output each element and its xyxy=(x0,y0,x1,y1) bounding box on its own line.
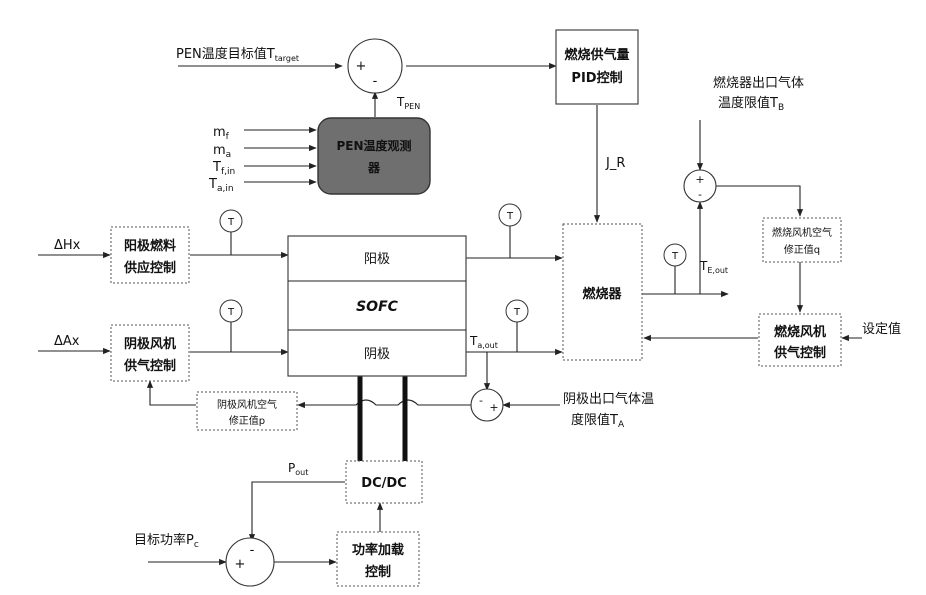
m-a-label: ma xyxy=(213,143,231,160)
cathode-summing-junction: - + xyxy=(471,389,503,421)
cathode-fan-line1: 阴极风机 xyxy=(124,336,176,352)
t-a-out-label: Ta,out xyxy=(469,334,498,350)
svg-text:T: T xyxy=(506,211,514,222)
burner-sj-plus: + xyxy=(695,173,704,186)
burner-summing-junction: + - xyxy=(684,170,716,202)
dcdc-label: DC/DC xyxy=(361,476,406,491)
thermometer-icon: T xyxy=(220,300,242,322)
burner-label: 燃烧器 xyxy=(582,286,622,302)
sofc-anode-label: 阳极 xyxy=(364,252,390,267)
pen-observer-line2: 器 xyxy=(367,161,381,175)
burner-air-correction-block: 燃烧风机空气 修正值q xyxy=(763,218,841,262)
pen-summing-junction: + - xyxy=(348,39,402,93)
cathode-limit-line2: 度限值TA xyxy=(571,412,625,430)
power-load-line1: 功率加载 xyxy=(352,542,404,558)
cathode-sj-minus: - xyxy=(479,394,483,407)
thermometer-icon: T xyxy=(499,204,521,226)
burner-pid-block: 燃烧供气量 PID控制 xyxy=(556,30,638,104)
burner-pid-line1: 燃烧供气量 xyxy=(564,47,629,63)
power-load-control-block: 功率加载 控制 xyxy=(337,532,419,586)
cathode-limit-line1: 阴极出口气体温 xyxy=(563,391,654,407)
burner-fan-line2: 供气控制 xyxy=(773,345,826,361)
burner-correction-line2: 修正值q xyxy=(784,243,820,256)
t-pen-label: TPEN xyxy=(396,95,420,111)
pen-sj-minus: - xyxy=(373,74,378,89)
sofc-cathode-label: 阴极 xyxy=(364,347,390,362)
t-e-out-label: TE,out xyxy=(699,259,728,275)
power-sj-minus: - xyxy=(250,543,255,558)
cathode-correction-line2: 修正值p xyxy=(229,414,265,427)
thermometer-icon: T xyxy=(220,210,242,232)
svg-text:T: T xyxy=(227,217,235,228)
power-summing-junction: + - xyxy=(226,538,274,586)
svg-text:T: T xyxy=(227,307,235,318)
sofc-stack-block: 阳极 SOFC 阴极 xyxy=(288,236,466,376)
cathode-air-correction-block: 阴极风机空气 修正值p xyxy=(197,392,297,430)
target-power-label: 目标功率Pc xyxy=(134,532,199,550)
burner-pid-line2: PID控制 xyxy=(571,70,622,86)
t-f-in-label: Tf,in xyxy=(212,160,235,177)
power-sj-plus: + xyxy=(235,557,246,572)
burner-block: 燃烧器 xyxy=(563,224,642,360)
delta-h-label: ΔHx xyxy=(54,238,81,253)
delta-a-label: ΔAx xyxy=(54,334,80,349)
anode-fuel-line2: 供应控制 xyxy=(123,260,176,276)
sofc-name-label: SOFC xyxy=(356,299,399,315)
m-f-label: mf xyxy=(213,125,230,142)
burner-fan-line1: 燃烧风机 xyxy=(774,324,826,340)
thermometer-icon: T xyxy=(506,300,528,322)
burner-limit-line1: 燃烧器出口气体 xyxy=(713,75,804,91)
pen-sj-plus: + xyxy=(356,59,367,74)
burner-limit-line2: 温度限值TB xyxy=(718,95,784,113)
cathode-correction-line1: 阴极风机空气 xyxy=(217,398,277,411)
cathode-fan-control-block: 阴极风机 供气控制 xyxy=(111,325,189,381)
t-a-in-label: Ta,in xyxy=(208,177,234,194)
pen-target-label: PEN温度目标值Ttarget xyxy=(176,46,299,63)
cathode-sj-plus: + xyxy=(489,401,498,414)
svg-text:T: T xyxy=(671,251,679,262)
power-load-line2: 控制 xyxy=(365,564,391,580)
thermometer-icon: T xyxy=(664,244,686,266)
cathode-fan-line2: 供气控制 xyxy=(123,358,176,374)
burner-correction-line1: 燃烧风机空气 xyxy=(772,226,832,239)
setpoint-label: 设定值 xyxy=(862,321,901,337)
anode-fuel-line1: 阳极燃料 xyxy=(124,238,176,254)
burner-sj-minus: - xyxy=(698,188,702,201)
svg-text:T: T xyxy=(513,307,521,318)
burner-fan-control-block: 燃烧风机 供气控制 xyxy=(759,314,841,366)
pen-observer-block: PEN温度观测 器 xyxy=(318,118,430,194)
anode-fuel-control-block: 阳极燃料 供应控制 xyxy=(111,227,189,283)
dcdc-block: DC/DC xyxy=(346,461,422,503)
j-r-label: J_R xyxy=(605,156,625,171)
p-out-label: Pout xyxy=(288,461,308,477)
pen-observer-line1: PEN温度观测 xyxy=(336,138,411,153)
